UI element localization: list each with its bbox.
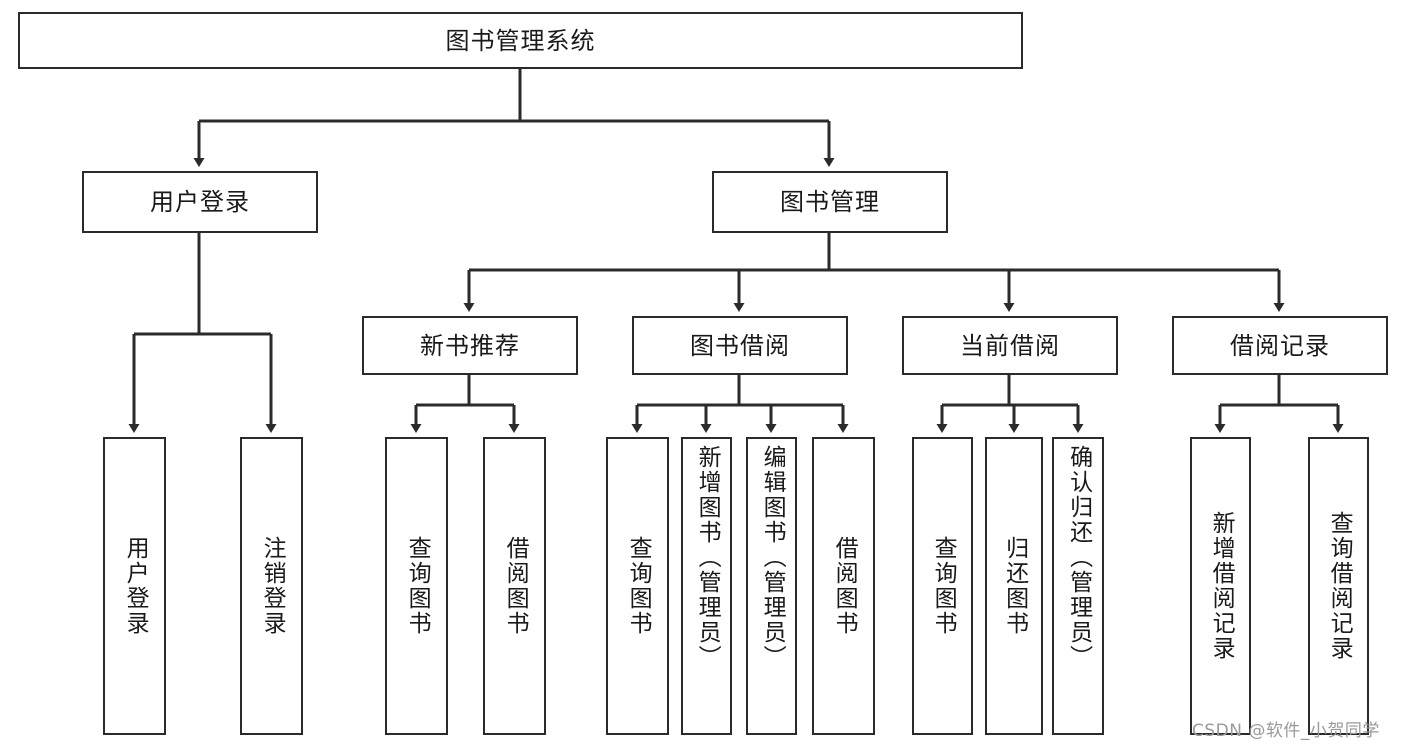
leaf-newbook-query-book-label: 查询图书 (404, 536, 431, 636)
leaf-borrow-query-book[interactable]: 查询图书 (606, 437, 669, 735)
leaf-current-return-book[interactable]: 归还图书 (985, 437, 1043, 735)
leaf-current-query-book[interactable]: 查询图书 (912, 437, 973, 735)
leaf-borrow-edit-book-admin-label: 编辑图书（管理员） (759, 445, 786, 670)
node-current-borrow[interactable]: 当前借阅 (902, 316, 1118, 375)
leaf-newbook-borrow-book[interactable]: 借阅图书 (483, 437, 546, 735)
node-book-borrow-label: 图书借阅 (690, 331, 790, 360)
leaf-borrow-edit-book-admin[interactable]: 编辑图书（管理员） (746, 437, 797, 735)
leaf-user-logout[interactable]: 注销登录 (240, 437, 303, 735)
leaf-current-confirm-return-admin-label: 确认归还（管理员） (1065, 445, 1092, 670)
leaf-borrow-query-book-label: 查询图书 (625, 536, 652, 636)
leaf-current-confirm-return-admin[interactable]: 确认归还（管理员） (1052, 437, 1104, 735)
leaf-borrow-add-book-admin-label: 新增图书（管理员） (694, 445, 721, 670)
leaf-record-add-record[interactable]: 新增借阅记录 (1190, 437, 1251, 735)
node-root[interactable]: 图书管理系统 (18, 12, 1023, 69)
node-book-management-label: 图书管理 (780, 188, 880, 216)
leaf-borrow-lend-book-label: 借阅图书 (831, 536, 858, 636)
leaf-newbook-query-book[interactable]: 查询图书 (385, 437, 448, 735)
node-book-management[interactable]: 图书管理 (712, 171, 948, 233)
node-new-book-recommend-label: 新书推荐 (420, 331, 520, 360)
leaf-borrow-add-book-admin[interactable]: 新增图书（管理员） (681, 437, 732, 735)
node-book-borrow[interactable]: 图书借阅 (632, 316, 848, 375)
node-user-login[interactable]: 用户登录 (82, 171, 318, 233)
node-user-login-label: 用户登录 (150, 188, 250, 216)
leaf-user-login-label: 用户登录 (122, 536, 149, 636)
node-borrow-record[interactable]: 借阅记录 (1172, 316, 1388, 375)
leaf-current-return-book-label: 归还图书 (1001, 536, 1028, 636)
leaf-record-query-record-label: 查询借阅记录 (1326, 511, 1353, 661)
leaf-user-login[interactable]: 用户登录 (103, 437, 166, 735)
leaf-record-query-record[interactable]: 查询借阅记录 (1308, 437, 1369, 735)
node-root-label: 图书管理系统 (445, 26, 596, 55)
leaf-borrow-lend-book[interactable]: 借阅图书 (812, 437, 875, 735)
node-new-book-recommend[interactable]: 新书推荐 (362, 316, 578, 375)
node-current-borrow-label: 当前借阅 (960, 331, 1060, 360)
leaf-user-logout-label: 注销登录 (259, 536, 286, 636)
leaf-current-query-book-label: 查询图书 (930, 536, 957, 636)
leaf-newbook-borrow-book-label: 借阅图书 (502, 536, 529, 636)
leaf-record-add-record-label: 新增借阅记录 (1208, 511, 1235, 661)
node-borrow-record-label: 借阅记录 (1230, 331, 1330, 360)
